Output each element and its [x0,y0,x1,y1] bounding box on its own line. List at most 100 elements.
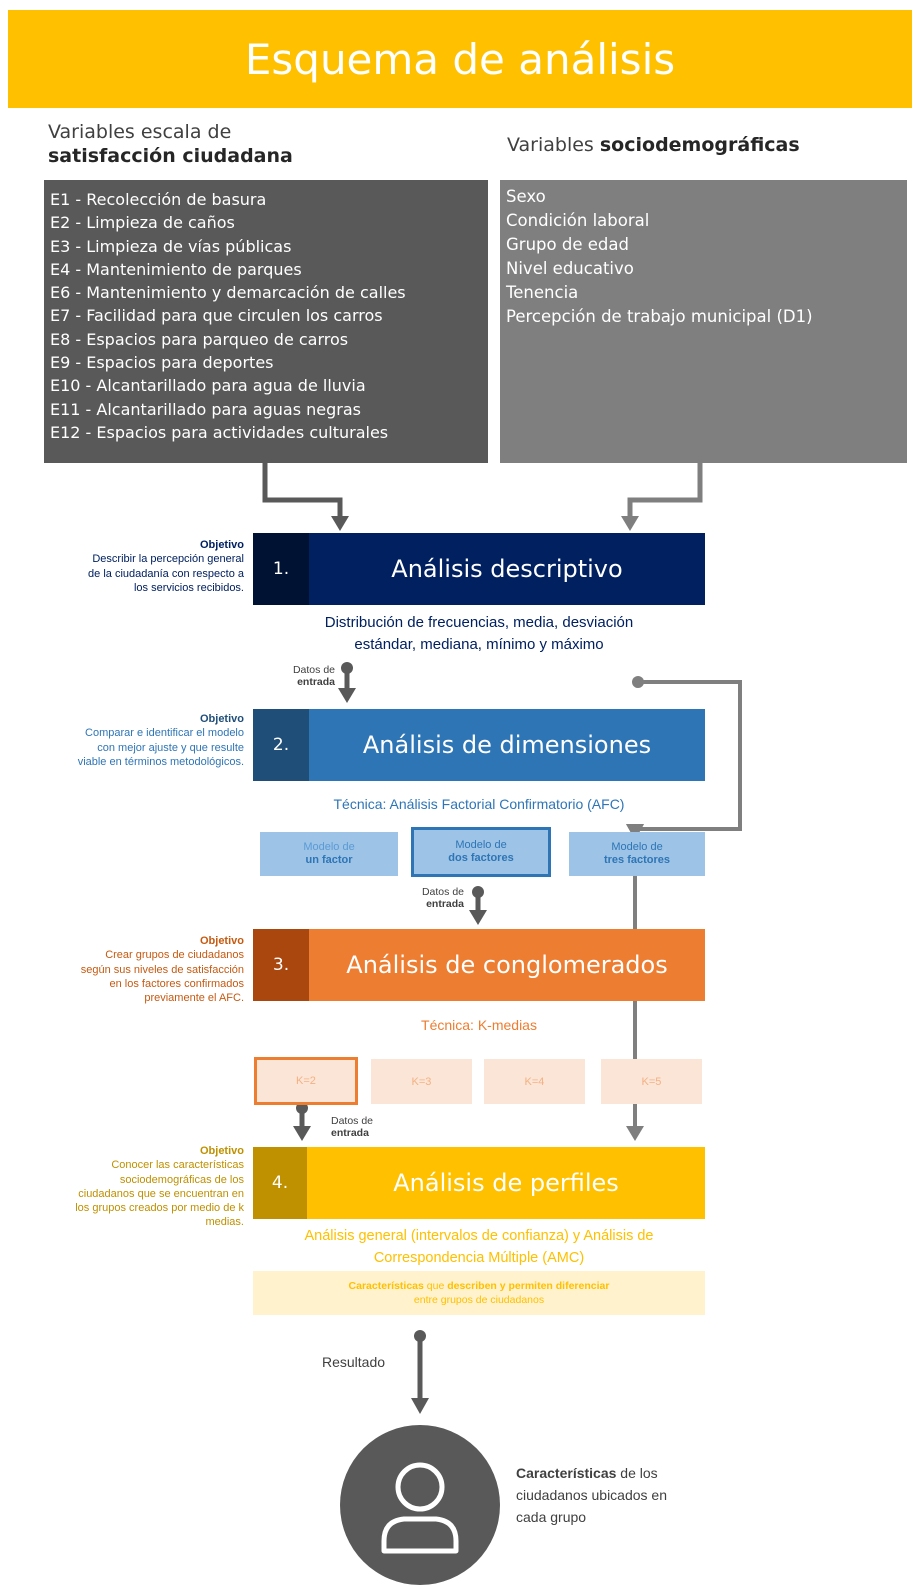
model-three-factors: Modelo de tres factores [569,832,705,876]
objective-label: Objetivo [199,539,244,551]
satisfaction-item: E1 - Recolección de basura [50,190,267,209]
stage3-objective: Objetivo Crear grupos de ciudadanos segú… [30,934,244,1005]
sociodemographic-item: Percepción de trabajo municipal (D1) [506,307,813,326]
right-header: Variables sociodemográficas [507,133,800,157]
objective-line: viable en términos metodológicos. [77,755,244,768]
objective-line: de la ciudadanía con respecto a [88,567,244,580]
satisfaction-item: E11 - Alcantarillado para aguas negras [50,399,361,419]
sociodemographic-variables-box: Sexo Condición laboral Grupo de edad Niv… [500,180,907,463]
satisfaction-item: E12 - Espacios para actividades cultural… [50,422,389,442]
input-label-1: Datos de entrada [283,664,335,688]
sociodemographic-item: Nivel educativo [506,259,634,278]
description-line: Distribución de frecuencias, media, desv… [324,614,634,631]
left-header-line1: Variables escala de [48,121,232,143]
satisfaction-item: E6 - Mantenimiento y demarcación de call… [50,283,406,303]
right-header-prefix: Variables [507,134,600,156]
title-banner: Esquema de análisis [8,10,912,108]
model-line1: Modelo de [303,841,355,853]
result-line3: cada grupo [516,1509,587,1525]
person-icon [340,1425,500,1585]
left-header: Variables escala de satisfacción ciudada… [48,120,293,168]
satisfaction-item: E7 - Facilidad para que circulen los car… [50,306,383,326]
result-bold: Características [516,1465,617,1481]
note-line2: entre grupos de ciudadanos [413,1294,545,1306]
stage2-technique: Técnica: Análisis Factorial Confirmatori… [333,796,625,812]
satisfaction-variables-box: E1 - Recolección de basura E2 - Limpieza… [44,180,488,463]
stage2-title: Análisis de dimensiones [362,731,652,759]
objective-line: Comparar e identificar el modelo [85,727,244,740]
result-line2: ciudadanos ubicados en [516,1487,668,1503]
description-line: Correspondencia Múltiple (AMC) [373,1250,585,1266]
sociodemographic-item: Grupo de edad [506,235,629,254]
input-label-line1: Datos de [421,886,464,898]
objective-line: Crear grupos de ciudadanos [105,949,244,962]
objective-line: los grupos creados por medio de k [75,1202,244,1215]
input-label-line2: entrada [297,676,335,688]
k5-box: K=5 [601,1059,702,1104]
objective-line: según sus niveles de satisfacción [80,963,244,976]
stage3-title: Análisis de conglomerados [346,951,668,979]
note-mid: que [423,1280,448,1292]
result-text: Características de los ciudadanos ubicad… [516,1462,667,1528]
satisfaction-item: E9 - Espacios para deportes [50,353,274,373]
stage3-number: 3. [253,929,309,1001]
model-line2: tres factores [603,854,671,866]
objective-label: Objetivo [199,935,244,947]
stage4-title: Análisis de perfiles [393,1169,619,1197]
result-label: Resultado [322,1354,386,1370]
stage4-box: 4. Análisis de perfiles [253,1147,705,1219]
objective-line: los servicios recibidos. [133,581,244,594]
model-two-factors: Modelo de dos factores [411,827,551,877]
stage4-note: Características que describen y permiten… [253,1271,705,1315]
stage1-title: Análisis descriptivo [391,555,623,583]
objective-line: sociodemográficas de los [119,1173,244,1186]
input-label-line2: entrada [331,1127,369,1139]
objective-line: Describir la percepción general [92,553,244,566]
satisfaction-item: E2 - Limpieza de caños [50,213,235,233]
k3-box: K=3 [371,1059,472,1104]
right-header-bold: sociodemográficas [599,134,800,156]
stage2-number: 2. [253,709,309,781]
stage1-objective: Objetivo Describir la percepción general… [30,538,244,595]
model-one-factor: Modelo de un factor [260,832,398,876]
note-bold2: describen y permiten diferenciar [447,1280,610,1292]
arrow-sociodemographic-to-stage1 [627,461,703,518]
model-line1: Modelo de [455,839,507,851]
k2-box: K=2 [254,1057,358,1105]
stage4-objective: Objetivo Conocer las características soc… [30,1144,244,1230]
satisfaction-item: E10 - Alcantarillado para agua de lluvia [50,376,366,396]
stage3-box: 3. Análisis de conglomerados [253,929,705,1001]
objective-label: Objetivo [199,1145,244,1157]
objective-line: ciudadanos que se encuentran en [78,1187,244,1200]
satisfaction-item: E3 - Limpieza de vías públicas [50,236,292,256]
objective-line: previamente el AFC. [144,992,244,1005]
description-line: Análisis general (intervalos de confianz… [304,1228,654,1244]
satisfaction-item: E4 - Mantenimiento de parques [50,259,302,279]
stage1-box: 1. Análisis descriptivo [253,533,705,605]
sociodemographic-item: Sexo [506,187,546,206]
stage4-description: Análisis general (intervalos de confianz… [253,1225,705,1269]
model-line1: Modelo de [611,841,663,853]
satisfaction-item: E8 - Espacios para parqueo de carros [50,329,349,349]
objective-line: con mejor ajuste y que resulte [97,741,244,754]
sociodemographic-item: Condición laboral [506,211,650,230]
left-header-line2: satisfacción ciudadana [48,145,293,167]
objective-line: en los factores confirmados [109,977,244,990]
stage2-box: 2. Análisis de dimensiones [253,709,705,781]
stage3-technique: Técnica: K-medias [421,1017,537,1033]
objective-line: Conocer las características [111,1159,244,1172]
stage4-number: 4. [253,1147,307,1219]
input-label-2: Datos de entrada [408,886,464,910]
arrow-satisfaction-to-stage1 [262,461,343,518]
input-label-3: Datos de entrada [331,1115,373,1139]
stage1-number: 1. [253,533,309,605]
page-title: Esquema de análisis [244,34,676,84]
input-label-line1: Datos de [331,1115,374,1127]
objective-label: Objetivo [199,713,244,725]
objective-line: medias. [205,1216,244,1229]
arrow-stage1-to-stage4 [633,680,742,1128]
description-line: estándar, mediana, mínimo y máximo [354,636,604,653]
note-bold1: Características [348,1280,424,1292]
sociodemographic-item: Tenencia [506,283,579,302]
